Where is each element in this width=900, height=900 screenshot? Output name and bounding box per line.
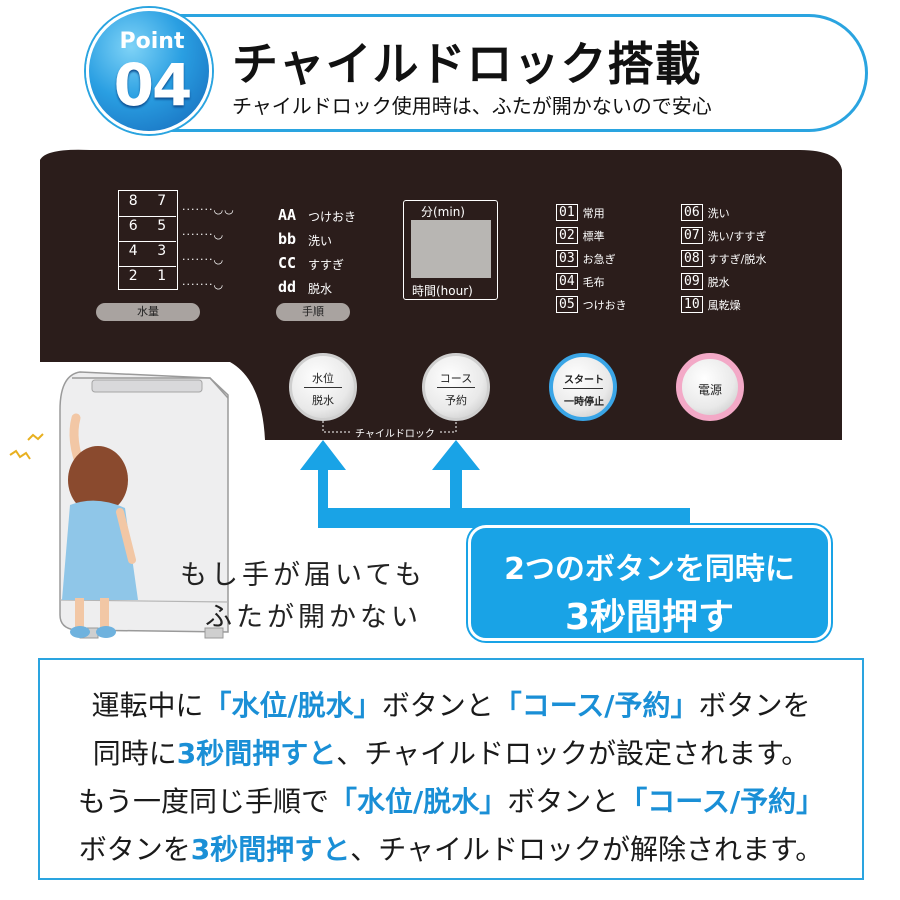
handwritten-note-line-1: もし手が届いても [180, 560, 426, 591]
timer-display [403, 200, 498, 300]
control-panel-shape [40, 149, 842, 440]
wl-6: 6 [128, 218, 138, 234]
dotted-leader: ·······◡ [182, 278, 225, 291]
step-code-wash: bb [278, 230, 297, 248]
header-banner [98, 14, 868, 132]
dotted-leader: ·······◡◡ [182, 203, 235, 216]
info-line-2: 同時に3秒間押すと、チャイルドロックが設定されます。 [92, 737, 810, 770]
step-code-soak: AA [278, 206, 297, 224]
water-level-spin-button[interactable]: 水位 脱水 [289, 353, 357, 421]
timer-hours-label: 時間(hour) [412, 284, 473, 298]
arrow-graphic [300, 440, 690, 528]
point-badge: Point 04 [86, 8, 212, 134]
info-line-3: もう一度同じ手順で「水位/脱水」ボタンと「コース/予約」 [77, 785, 825, 818]
steps-tag: 手順 [276, 303, 350, 321]
timer-screen [411, 220, 491, 278]
wl-7: 7 [157, 193, 167, 209]
wl-5: 5 [157, 218, 167, 234]
callout-line-2: 3秒間押す [564, 597, 735, 638]
instruction-callout: 2つのボタンを同時に 3秒間押す [468, 525, 831, 641]
water-level-indicator: 8 7 6 5 4 3 2 1 [118, 190, 178, 290]
page-title: チャイルドロック搭載 [232, 37, 702, 91]
dotted-leader: ·······◡ [182, 228, 225, 241]
wl-4: 4 [128, 243, 138, 259]
child-illustration [62, 413, 138, 638]
step-label-rinse: すすぎ [308, 258, 345, 272]
child-lock-label: チャイルドロック [352, 425, 438, 440]
start-pause-button[interactable]: スタート 一時停止 [549, 353, 617, 421]
info-line-4: ボタンを3秒間押すと、チャイルドロックが解除されます。 [78, 833, 824, 866]
step-label-wash: 洗い [308, 234, 333, 248]
course-reserve-button[interactable]: コース 予約 [422, 353, 490, 421]
step-label-soak: つけおき [308, 210, 357, 224]
wl-8: 8 [128, 193, 138, 209]
wl-3: 3 [157, 243, 167, 259]
wl-2: 2 [128, 268, 138, 284]
point-number: 04 [113, 51, 193, 119]
dotted-leader: ·······◡ [182, 253, 225, 266]
info-line-1: 運転中に「水位/脱水」ボタンと「コース/予約」ボタンを [91, 689, 811, 722]
callout-line-1: 2つのボタンを同時に [504, 552, 795, 587]
handwritten-note-line-2: ふたが開かない [205, 602, 422, 633]
step-label-spin: 脱水 [308, 282, 333, 296]
point-word: Point [119, 29, 185, 54]
step-code-rinse: CC [278, 254, 297, 272]
page-subtitle: チャイルドロック使用時は、ふたが開かないので安心 [232, 94, 712, 118]
timer-minutes-label: 分(min) [421, 205, 465, 219]
power-button[interactable]: 電源 [676, 353, 744, 421]
water-amount-tag: 水量 [96, 303, 200, 321]
info-box: 運転中に「水位/脱水」ボタンと「コース/予約」ボタンを 同時に3秒間押すと、チャ… [38, 658, 864, 880]
step-code-spin: dd [278, 278, 297, 296]
wl-1: 1 [157, 268, 167, 284]
